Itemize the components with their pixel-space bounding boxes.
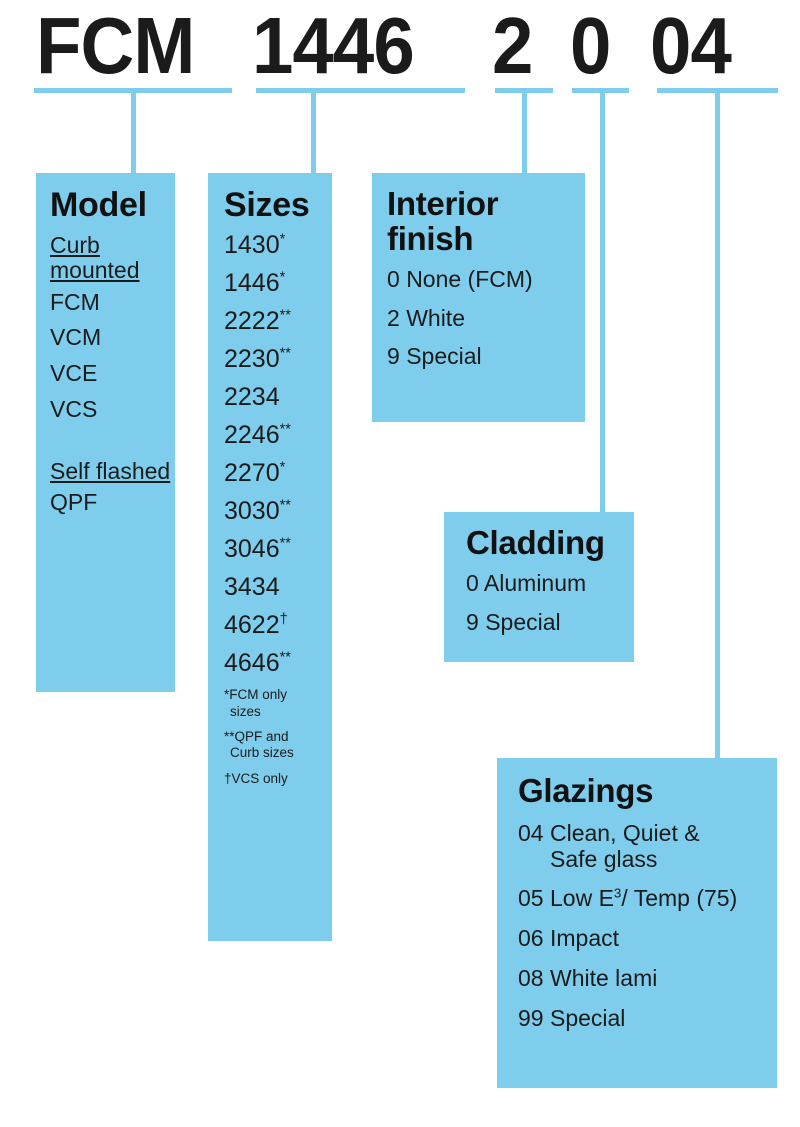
- footnote-marker: †: [224, 770, 232, 786]
- code-segment-glazing: 04: [650, 1, 732, 90]
- size-option-2246[interactable]: 2246**: [224, 421, 291, 450]
- size-marker: **: [279, 307, 291, 324]
- size-marker: *: [279, 269, 286, 286]
- model-option-qpf[interactable]: QPF: [50, 488, 98, 515]
- code-segment-interior: 2: [492, 1, 533, 90]
- glazing-option-06[interactable]: 06 Impact: [518, 925, 620, 952]
- model-group-curb-mounted: Curb mounted: [50, 232, 175, 284]
- footnote-marker: *: [224, 687, 230, 703]
- glazing-option-05[interactable]: 05 Low E3/ Temp (75): [518, 885, 738, 912]
- size-option-4622[interactable]: 4622†: [224, 611, 288, 640]
- interior-option-special[interactable]: 9 Special: [387, 343, 482, 370]
- leader-line-interior: [522, 88, 527, 176]
- model-option-vcm[interactable]: VCM: [50, 324, 102, 351]
- interior-option-white[interactable]: 2 White: [387, 304, 465, 331]
- interior-finish-title: Interior finish: [387, 185, 499, 257]
- glazing-option-08[interactable]: 08 White lami: [518, 964, 658, 991]
- size-marker: **: [279, 345, 291, 362]
- size-marker: **: [279, 421, 291, 438]
- code-segment-size: 1446: [252, 1, 415, 90]
- model-option-vce[interactable]: VCE: [50, 360, 98, 387]
- model-box: Model Curb mounted FCM VCM VCE VCS Self …: [36, 173, 175, 692]
- footnote-marker: **: [224, 728, 235, 744]
- size-option-1446[interactable]: 1446*: [224, 269, 286, 298]
- cladding-box: Cladding 0 Aluminum 9 Special: [444, 512, 634, 662]
- cladding-option-aluminum[interactable]: 0 Aluminum: [466, 569, 587, 596]
- model-title: Model: [50, 186, 147, 224]
- sizes-title: Sizes: [224, 186, 310, 224]
- sizes-footnote-dagger: †VCS only: [224, 770, 288, 786]
- product-code-header: FCM 1446 2 0 04: [0, 4, 800, 88]
- size-option-1430[interactable]: 1430*: [224, 231, 286, 260]
- leader-line-cladding: [600, 88, 605, 515]
- interior-finish-box: Interior finish 0 None (FCM) 2 White 9 S…: [372, 173, 585, 422]
- glazings-title: Glazings: [518, 772, 654, 809]
- leader-line-model: [131, 88, 136, 176]
- model-group-self-flashed: Self flashed: [50, 457, 175, 484]
- sizes-footnote-single-star: *FCM only sizes: [224, 687, 288, 719]
- code-segment-cladding: 0: [570, 1, 611, 90]
- size-option-2270[interactable]: 2270*: [224, 459, 286, 488]
- size-marker: †: [279, 611, 288, 628]
- size-marker: *: [279, 459, 286, 476]
- cladding-option-special[interactable]: 9 Special: [466, 608, 561, 635]
- size-marker: **: [279, 535, 291, 552]
- model-group-self-flashed-label: Self flashed: [50, 457, 171, 484]
- bracket-sizes: [256, 88, 465, 93]
- size-marker: *: [279, 231, 286, 248]
- code-segment-model: FCM: [36, 1, 195, 90]
- model-group-curb-mounted-label: Curb mounted: [50, 232, 140, 284]
- glazing-option-99[interactable]: 99 Special: [518, 1004, 626, 1031]
- size-option-3434[interactable]: 3434: [224, 573, 280, 602]
- size-option-4646[interactable]: 4646**: [224, 649, 291, 678]
- size-option-3046[interactable]: 3046**: [224, 535, 291, 564]
- size-option-2222[interactable]: 2222**: [224, 307, 291, 336]
- size-option-2234[interactable]: 2234: [224, 383, 280, 412]
- size-marker: **: [279, 497, 291, 514]
- size-option-3030[interactable]: 3030**: [224, 497, 291, 526]
- glazing-option-04[interactable]: 04 Clean, Quiet & Safe glass: [518, 819, 700, 872]
- leader-line-sizes: [311, 88, 316, 176]
- sizes-box: Sizes 1430* 1446* 2222** 2230** 2234 224…: [208, 173, 332, 941]
- model-option-vcs[interactable]: VCS: [50, 395, 98, 422]
- cladding-title: Cladding: [466, 524, 605, 561]
- glazings-box: Glazings 04 Clean, Quiet & Safe glass 05…: [497, 758, 777, 1088]
- size-marker: **: [279, 649, 291, 666]
- interior-option-none[interactable]: 0 None (FCM): [387, 265, 533, 292]
- model-option-fcm[interactable]: FCM: [50, 288, 100, 315]
- size-option-2230[interactable]: 2230**: [224, 345, 291, 374]
- sizes-footnote-double-star: **QPF and Curb sizes: [224, 728, 294, 761]
- leader-line-glazings: [715, 88, 720, 761]
- model-group-spacer: [50, 433, 175, 459]
